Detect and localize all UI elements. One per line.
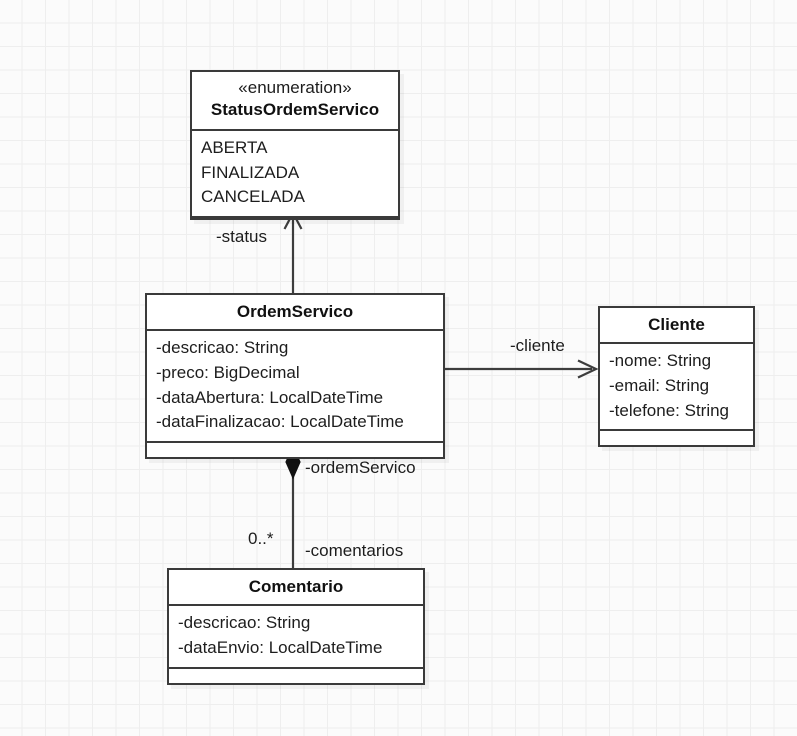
class-box-ordem-servico[interactable]: OrdemServico -descricao: String -preco: … [145,293,445,459]
class-name-status-ordem-servico: StatusOrdemServico [210,100,380,120]
edge-status [283,210,303,293]
class-attribute: -dataEnvio: LocalDateTime [178,638,383,658]
class-attributes-status-ordem-servico: ABERTA FINALIZADA CANCELADA [192,130,398,218]
class-attribute: -nome: String [609,351,712,371]
class-box-status-ordem-servico[interactable]: «enumeration» StatusOrdemServico ABERTA … [190,70,400,220]
class-attribute: ABERTA [201,137,268,157]
class-methods-ordem-servico [147,443,443,457]
class-name-cliente: Cliente [648,315,705,334]
class-header-cliente: Cliente [600,308,753,345]
class-attribute: CANCELADA [201,187,305,207]
class-attribute: -preco: BigDecimal [156,363,300,383]
class-attribute: -dataAbertura: LocalDateTime [156,387,384,407]
class-header-ordem-servico: OrdemServico [147,295,443,332]
edge-cliente [445,359,599,379]
class-box-cliente[interactable]: Cliente -nome: String -email: String -te… [598,306,755,448]
class-attribute: -telefone: String [609,400,730,420]
class-name-comentario: Comentario [248,577,344,596]
edge-label-ordem-servico: -ordemServico [305,458,416,477]
class-header-comentario: Comentario [169,570,423,607]
class-header-status-ordem-servico: «enumeration» StatusOrdemServico [192,72,398,131]
class-attribute: -descricao: String [178,613,311,633]
edge-label-cliente: -cliente [510,336,565,355]
class-methods-cliente [600,431,753,446]
class-stereotype-status-ordem-servico: «enumeration» [238,78,352,97]
edge-label-multiplicity-comentarios: 0..* [248,529,274,548]
class-attribute: FINALIZADA [201,162,300,182]
class-methods-comentario [169,668,423,683]
class-attribute: -email: String [609,376,710,396]
edge-label-status: -status [216,227,268,246]
class-attributes-comentario: -descricao: String -dataEnvio: LocalDate… [169,606,423,669]
class-attributes-cliente: -nome: String -email: String -telefone: … [600,344,753,432]
class-name-ordem-servico: OrdemServico [236,302,354,321]
class-attribute: -descricao: String [156,338,289,358]
class-attribute: -dataFinalizacao: LocalDateTime [156,412,404,432]
class-attributes-ordem-servico: -descricao: String -preco: BigDecimal -d… [147,331,443,443]
edge-label-comentarios: -comentarios [305,541,404,560]
class-box-comentario[interactable]: Comentario -descricao: String -dataEnvio… [167,568,425,685]
edge-comentarios [285,444,301,568]
